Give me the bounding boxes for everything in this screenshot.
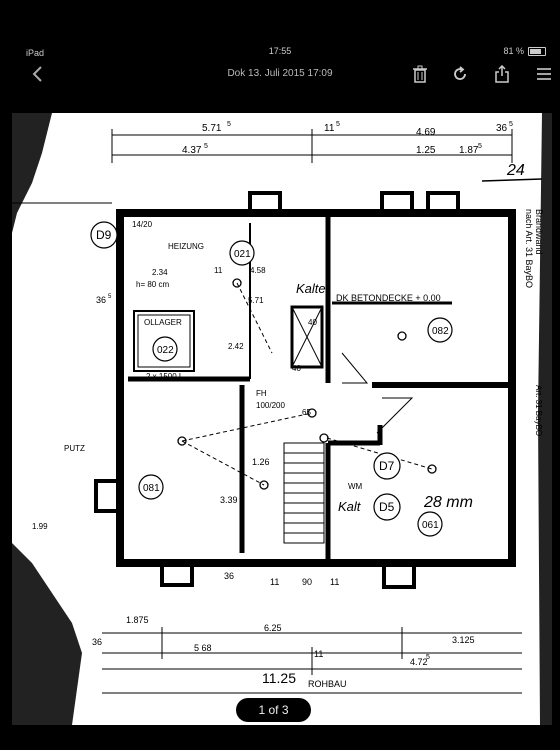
dim-top-sup5e: 5 — [478, 143, 482, 150]
label-458: 4.58 — [250, 266, 266, 275]
dim-bottom-90: 90 — [302, 577, 312, 587]
battery-percent: 81 % — [503, 46, 524, 56]
label-brandwand-art: nach Art. 31 BayBO — [524, 209, 534, 288]
room-061: 061 — [422, 520, 439, 531]
label-234: 2.34 — [152, 268, 168, 277]
room-021: 021 — [234, 249, 251, 260]
label-fh-size: 100/200 — [256, 401, 285, 410]
share-button[interactable] — [490, 62, 514, 86]
dim-left-365: 36 — [96, 295, 106, 305]
dim-bottom-625: 6.25 — [264, 623, 282, 633]
trash-icon — [413, 65, 427, 83]
rotate-icon — [454, 66, 466, 80]
dim-top-4375: 4.37 — [182, 145, 202, 156]
label-40b: 40 — [292, 364, 301, 373]
floor-plan-drawing: 5.71 5 11 5 4.69 36 5 4.37 5 1.25 1.87 5… — [12, 113, 552, 725]
page-indicator: 1 of 3 — [236, 698, 311, 722]
dim-top-sup5a: 5 — [227, 121, 231, 128]
dim-bottom-115b: 11 — [270, 577, 279, 587]
handwritten-kalt: Kalt — [338, 499, 362, 514]
label-339: 3.39 — [220, 495, 238, 505]
door-d5: D5 — [379, 500, 395, 514]
rotate-button[interactable] — [448, 62, 472, 86]
label-rohbau: ROHBAU — [308, 679, 347, 689]
label-wm: WM — [348, 482, 363, 491]
nav-bar: Dok 13. Juli 2015 17:09 — [0, 62, 560, 86]
label-betondecke: DK BETONDECKE + 0.00 — [336, 293, 441, 303]
status-time: 17:55 — [268, 46, 292, 56]
label-65: 65 — [302, 408, 311, 417]
room-081: 081 — [143, 483, 160, 494]
menu-button[interactable] — [532, 62, 556, 86]
back-chevron-icon — [32, 66, 42, 82]
dim-top-1875: 1.87 — [459, 145, 479, 156]
label-571: 5.71 — [248, 296, 264, 305]
dim-bottom-365b: 36 — [224, 571, 234, 581]
back-button[interactable] — [26, 62, 50, 86]
battery-indicator: 81 % — [503, 46, 546, 56]
dim-bottom-1125: 11.25 — [262, 670, 296, 686]
menu-icon — [537, 68, 551, 80]
dim-bottom-sup5: 5 — [426, 654, 430, 661]
handwritten-page-number: 24 — [506, 162, 525, 179]
dim-top-469: 4.69 — [416, 127, 436, 138]
battery-icon — [528, 46, 546, 56]
dim-top-571: 5.71 — [202, 123, 222, 134]
label-1420: 14/20 — [132, 220, 153, 229]
dim-top-sup5c: 5 — [509, 121, 513, 128]
dim-top-sup5d: 5 — [204, 143, 208, 150]
dim-top-sup5b: 5 — [336, 121, 340, 128]
status-bar: iPad 17:55 81 % — [0, 0, 560, 58]
delete-button[interactable] — [408, 62, 432, 86]
room-022: 022 — [157, 345, 174, 356]
dim-bottom-115: 11 — [314, 649, 323, 659]
dim-bottom-365: 36 — [92, 637, 102, 647]
label-115: 11 — [214, 266, 223, 275]
label-199: 1.99 — [32, 522, 48, 531]
handwritten-28mm: 28 mm — [423, 494, 473, 511]
dim-bottom-3125: 3.125 — [452, 635, 475, 645]
label-126: 1.26 — [252, 457, 270, 467]
label-40: 40 — [308, 318, 317, 327]
dim-top-365: 36 — [496, 123, 508, 134]
label-242: 2.42 — [228, 342, 244, 351]
door-d9: D9 — [96, 228, 112, 242]
label-ollager-size: 2 x 1500 L — [146, 372, 184, 381]
label-bay-side: Art. 31 BayBO — [534, 385, 543, 436]
label-heizung: HEIZUNG — [168, 242, 204, 251]
share-icon — [495, 65, 509, 83]
label-fh: FH — [256, 389, 267, 398]
dim-bottom-568: 5 68 — [194, 643, 212, 653]
document-page[interactable]: 5.71 5 11 5 4.69 36 5 4.37 5 1.25 1.87 5… — [12, 113, 552, 725]
dim-top-125: 1.25 — [416, 145, 436, 156]
label-putz: PUTZ — [64, 444, 85, 453]
handwritten-kalte: Kalte — [296, 281, 326, 296]
label-ollager: OLLAGER — [144, 318, 182, 327]
document-title: Dok 13. Juli 2015 17:09 — [227, 68, 333, 79]
dim-bottom-472: 4.72 — [410, 657, 428, 667]
dim-bottom-1875: 1.875 — [126, 615, 149, 625]
label-hcm: h= 80 cm — [136, 280, 169, 289]
door-d7: D7 — [379, 459, 395, 473]
label-brandwand: Brandwand — [534, 209, 544, 255]
room-082: 082 — [432, 326, 449, 337]
dim-bottom-115c: 11 — [330, 577, 339, 587]
device-label: iPad — [26, 48, 45, 58]
dim-left-sup5: 5 — [108, 294, 112, 300]
dim-top-115: 11 — [324, 123, 335, 134]
